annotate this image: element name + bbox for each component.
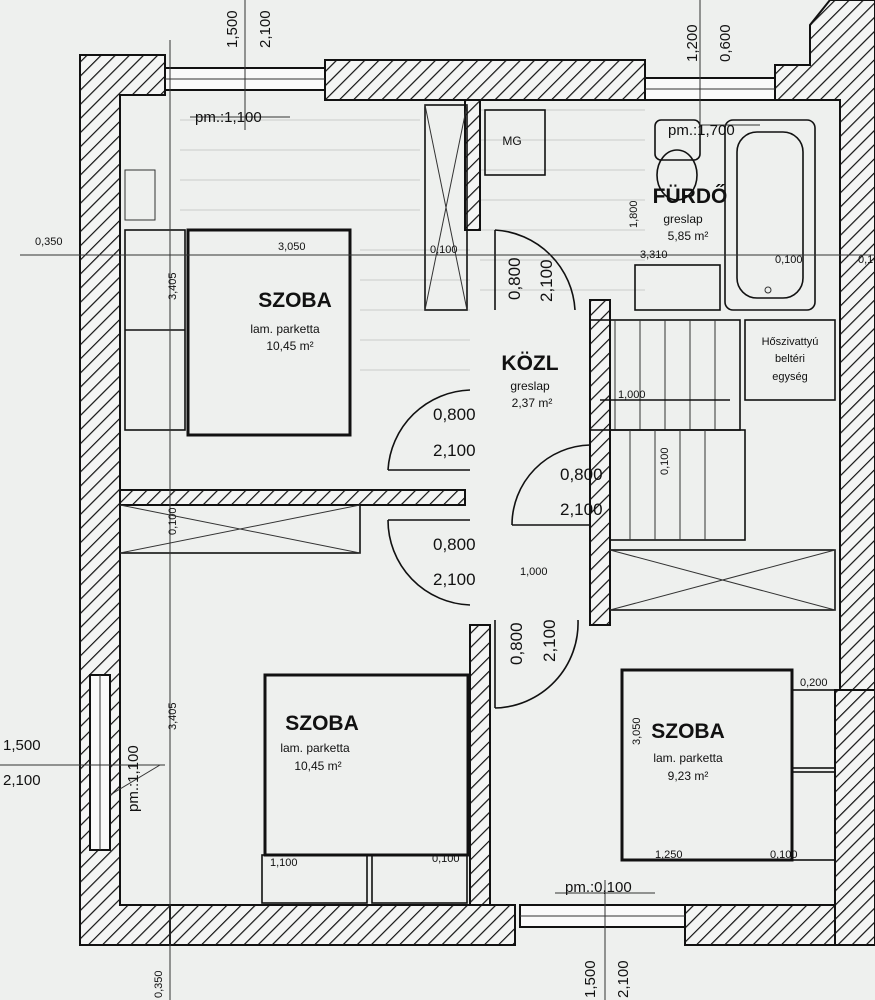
dim-label: 0,200	[800, 677, 828, 689]
room-area: 10,45 m²	[266, 339, 313, 353]
dim-label: 1,100	[270, 857, 298, 869]
dim-label: 1,250	[655, 849, 683, 861]
door-height: 2,100	[540, 619, 559, 662]
dim-label: 1,200	[684, 24, 701, 62]
floor-material: lam. parketta	[250, 322, 320, 336]
dim-label: 0,100	[659, 447, 671, 475]
door-width: 0,800	[505, 257, 524, 300]
dim-label: 3,050	[278, 241, 306, 253]
crossed-voids	[119, 504, 836, 611]
dim-label: 3,405	[167, 272, 179, 300]
dimension-texts: 1,500 2,100 pm.:1,100 1,200 0,600 pm.:1,…	[3, 10, 875, 998]
walls	[79, 0, 875, 946]
dim-label: 0,100	[770, 849, 798, 861]
staircase: Hőszivattyú beltéri egység	[589, 319, 836, 541]
bedroom-bottom-left: SZOBA lam. parketta 10,45 m²	[261, 673, 470, 904]
room-area: 2,37 m²	[512, 396, 553, 410]
dim-label: 3,405	[167, 702, 179, 730]
dim-label: 3,050	[631, 717, 643, 745]
dim-label: 1,000	[520, 566, 548, 578]
room-name: SZOBA	[258, 289, 332, 312]
dim-label: 0,600	[717, 24, 734, 62]
floor-material: lam. parketta	[280, 741, 350, 755]
bedroom-top-left: SZOBA lam. parketta 10,45 m²	[124, 169, 352, 437]
room-name: SZOBA	[285, 712, 359, 735]
bathroom: FÜRDŐ greslap 5,85 m²	[634, 119, 816, 311]
door-height: 2,100	[433, 441, 476, 460]
dim-label: 0,350	[153, 970, 165, 998]
dim-label: 0,100	[167, 507, 179, 535]
door-width: 0,800	[433, 535, 476, 554]
floor-material: lam. parketta	[653, 751, 723, 765]
dim-label: pm.:1,100	[195, 109, 262, 126]
dim-label: 1,000	[618, 389, 646, 401]
dim-label: 2,100	[615, 960, 632, 998]
dim-label: pm.:1,700	[668, 122, 735, 139]
heat-pump-label-3: egység	[772, 371, 807, 383]
floor-material: greslap	[663, 212, 703, 226]
storage-top: MG	[424, 104, 546, 311]
door-height: 2,100	[433, 570, 476, 589]
dim-label: pm.:0,100	[565, 879, 632, 896]
dim-label: 2,100	[3, 772, 41, 789]
heat-pump-label-1: Hőszivattyú	[762, 336, 819, 348]
door-width: 0,800	[507, 622, 526, 665]
dim-label: 1,500	[582, 960, 599, 998]
doors: 0,800 2,100 0,800 2,100 0,800 2,100 0,80…	[387, 229, 603, 709]
dim-label: 0,100	[858, 254, 875, 266]
door-width: 0,800	[560, 465, 603, 484]
room-name: KÖZL	[501, 352, 558, 375]
heat-pump-label-2: beltéri	[775, 353, 805, 365]
room-area: 9,23 m²	[668, 769, 709, 783]
dim-label: 0,100	[430, 244, 458, 256]
room-name: FÜRDŐ	[653, 185, 728, 208]
mg-label: MG	[502, 134, 521, 148]
dim-label: 1,500	[224, 10, 241, 48]
room-name: SZOBA	[651, 720, 725, 743]
bedroom-bottom-right: SZOBA lam. parketta 9,23 m²	[620, 668, 836, 862]
room-area: 5,85 m²	[668, 229, 709, 243]
dim-label: 1,500	[3, 737, 41, 754]
dim-label: 1,800	[628, 200, 640, 228]
dim-label: pm.:1,100	[125, 745, 142, 812]
room-area: 10,45 m²	[294, 759, 341, 773]
dim-label: 0,350	[35, 236, 63, 248]
door-height: 2,100	[537, 259, 556, 302]
door-width: 0,800	[433, 405, 476, 424]
dim-label: 0,100	[432, 853, 460, 865]
dim-label: 2,100	[257, 10, 274, 48]
dim-label: 3,310	[640, 249, 668, 261]
hallway: KÖZL greslap 2,37 m²	[501, 352, 558, 410]
dim-label: 0,100	[775, 254, 803, 266]
floor-material: greslap	[510, 379, 550, 393]
door-height: 2,100	[560, 500, 603, 519]
